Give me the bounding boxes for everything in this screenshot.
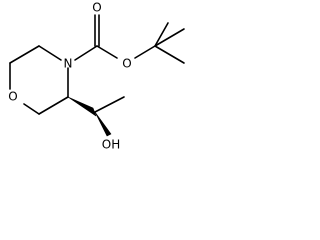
atom-label-n: N bbox=[64, 57, 73, 71]
bond-n-carbonyl-c bbox=[74, 45, 98, 61]
atom-label-ring-o: O bbox=[8, 90, 17, 104]
bond-carbonyl-c-ester-o bbox=[96, 45, 118, 59]
atom-label-oh: OH bbox=[102, 138, 120, 152]
bond-ring-c6-c5 bbox=[9, 45, 40, 64]
bond-side-chain-methyl bbox=[94, 96, 125, 113]
atom-label-carbonyl-o: O bbox=[92, 1, 101, 15]
structure-diagram: N O O O OH bbox=[8, 1, 185, 152]
bond-ester-o-quaternary-c bbox=[134, 45, 156, 59]
atom-label-ester-o: O bbox=[122, 57, 131, 71]
wedge-bond-side-chain-oh bbox=[94, 111, 112, 137]
bond-ring-c5-n bbox=[38, 45, 62, 61]
bond-ring-c2-o bbox=[23, 103, 40, 115]
wedge-bond-c3-side-chain bbox=[67, 96, 97, 117]
bond-tbu-methyl-upper bbox=[154, 22, 169, 47]
bond-tbu-methyl-right bbox=[154, 45, 185, 64]
bond-tbu-methyl-top bbox=[154, 28, 185, 47]
bond-ring-c3-c2 bbox=[38, 96, 69, 115]
